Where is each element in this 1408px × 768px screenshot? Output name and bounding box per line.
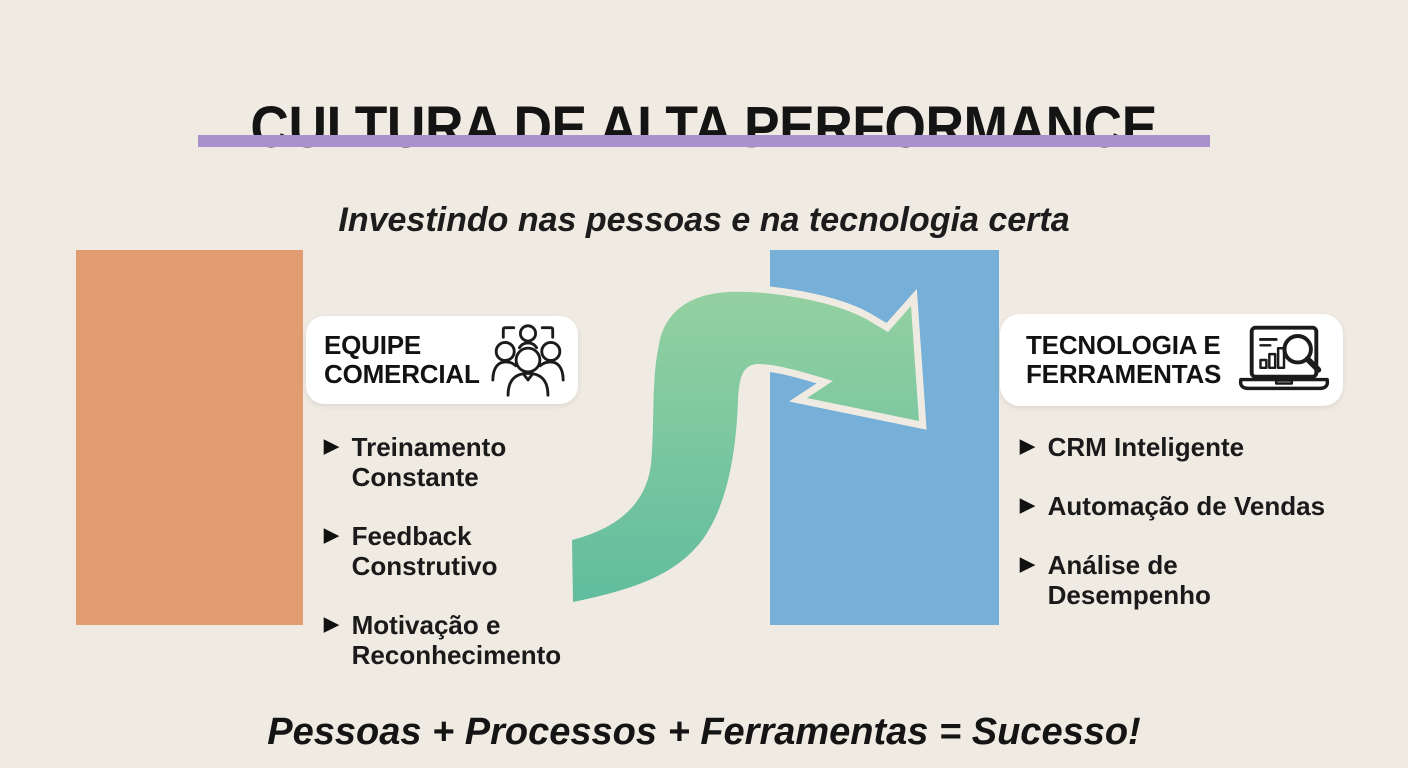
- triangle-bullet-icon: ▶: [1020, 554, 1035, 575]
- subtitle: Investindo nas pessoas e na tecnologia c…: [338, 201, 1070, 239]
- bullet-text: Automação de Vendas: [1047, 491, 1326, 521]
- triangle-bullet-icon: ▶: [1020, 495, 1035, 516]
- footer-summary: Pessoas + Processos + Ferramentas = Suce…: [267, 711, 1141, 753]
- list-item: ▶ Feedback Construtivo: [324, 521, 606, 581]
- bullet-text: Motivação e Reconhecimento: [351, 610, 562, 670]
- left-color-block: [76, 250, 303, 625]
- right-panel-bullet-list: ▶ CRM Inteligente ▶ Automação de Vendas …: [1020, 432, 1342, 639]
- right-panel-title: TECNOLOGIA E FERRAMENTAS: [1026, 329, 1222, 389]
- page-title-text: CULTURA DE ALTA PERFORMANCE: [250, 94, 1158, 160]
- bullet-text: Treinamento Constante: [351, 432, 507, 492]
- left-panel-header: EQUIPE COMERCIAL: [306, 316, 578, 404]
- triangle-bullet-icon: ▶: [324, 525, 339, 546]
- list-item: ▶ CRM Inteligente: [1020, 432, 1342, 462]
- page-title: CULTURA DE ALTA PERFORMANCE: [0, 94, 1408, 160]
- list-item: ▶ Análise de Desempenho: [1020, 550, 1342, 610]
- triangle-bullet-icon: ▶: [324, 614, 339, 635]
- right-panel-header: TECNOLOGIA E FERRAMENTAS: [1000, 314, 1343, 406]
- triangle-bullet-icon: ▶: [1020, 436, 1035, 457]
- team-icon: [488, 322, 568, 398]
- title-underline-bar: [198, 135, 1210, 147]
- triangle-bullet-icon: ▶: [324, 436, 339, 457]
- list-item: ▶ Motivação e Reconhecimento: [324, 610, 606, 670]
- list-item: ▶ Automação de Vendas: [1020, 491, 1342, 521]
- left-panel-title: EQUIPE COMERCIAL: [324, 329, 480, 389]
- bullet-text: Análise de Desempenho: [1047, 550, 1211, 610]
- left-panel-bullet-list: ▶ Treinamento Constante ▶ Feedback Const…: [324, 432, 606, 699]
- list-item: ▶ Treinamento Constante: [324, 432, 606, 492]
- bullet-text: Feedback Construtivo: [351, 521, 498, 581]
- right-color-block: [770, 250, 999, 625]
- bullet-text: CRM Inteligente: [1047, 432, 1245, 462]
- laptop-analytics-icon: [1237, 324, 1331, 396]
